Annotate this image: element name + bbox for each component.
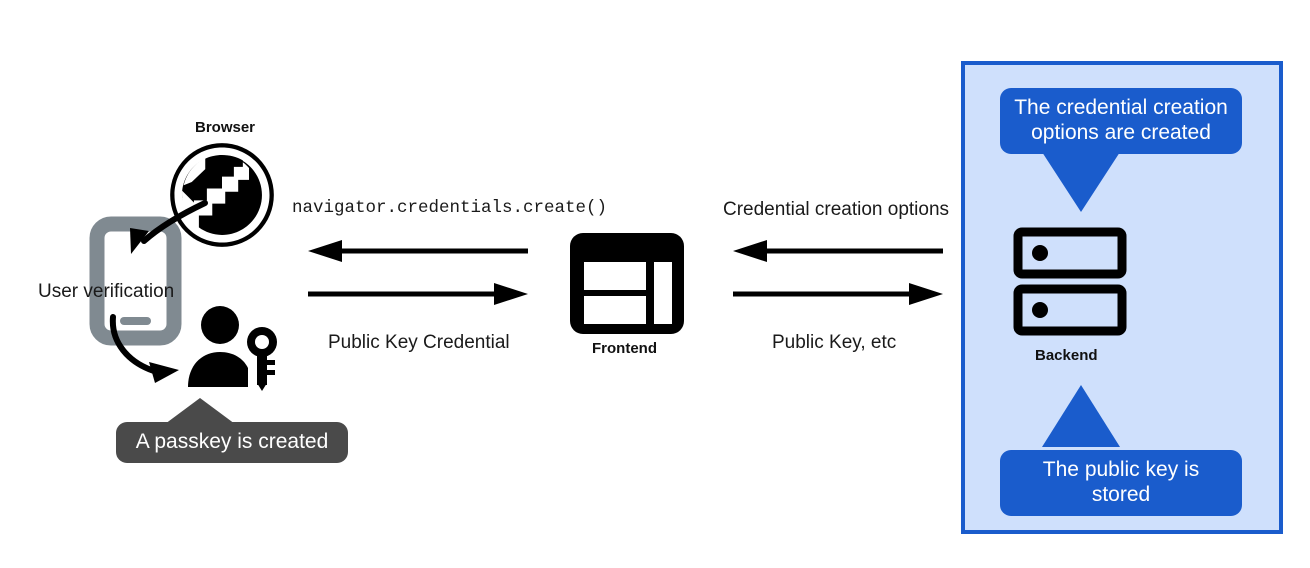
arrow-browser-to-phone	[100, 195, 210, 275]
public-key-credential-label: Public Key Credential	[328, 332, 510, 353]
backend-label: Backend	[1035, 347, 1098, 364]
credential-options-tooltip-pointer	[1042, 152, 1120, 214]
tooltip-line-2: options are created	[1031, 121, 1211, 144]
window-layout-icon	[568, 231, 686, 336]
arrow-phone-to-user	[105, 314, 220, 390]
browser-label: Browser	[195, 119, 256, 136]
user-with-key-icon	[186, 305, 286, 391]
arrow-browser-to-frontend	[308, 283, 528, 305]
tooltip-line-2: stored	[1091, 483, 1151, 506]
smartphone-icon	[89, 216, 182, 346]
public-key-etc-label: Public Key, etc	[772, 332, 897, 353]
user-verification-label: User verification	[38, 281, 175, 302]
arrow-frontend-to-browser	[308, 240, 528, 262]
arrow-frontend-to-backend	[733, 283, 943, 305]
frontend-label: Frontend	[592, 340, 657, 357]
public-key-stored-tooltip-pointer	[1042, 385, 1120, 447]
navigator-create-label: navigator.credentials.create()	[292, 198, 608, 218]
passkey-created-tooltip: A passkey is created	[116, 422, 348, 463]
public-key-stored-tooltip: The public key is stored	[1000, 450, 1242, 516]
credential-options-created-tooltip: The credential creation options are crea…	[1000, 88, 1242, 154]
server-icon	[1013, 227, 1127, 336]
tooltip-line-1: The credential creation	[1014, 96, 1228, 120]
arrow-backend-to-frontend	[733, 240, 943, 262]
credential-creation-options-label: Credential creation options	[723, 199, 950, 220]
tooltip-line-1: The public key is	[1042, 458, 1200, 482]
passkey-tooltip-pointer	[165, 398, 235, 426]
